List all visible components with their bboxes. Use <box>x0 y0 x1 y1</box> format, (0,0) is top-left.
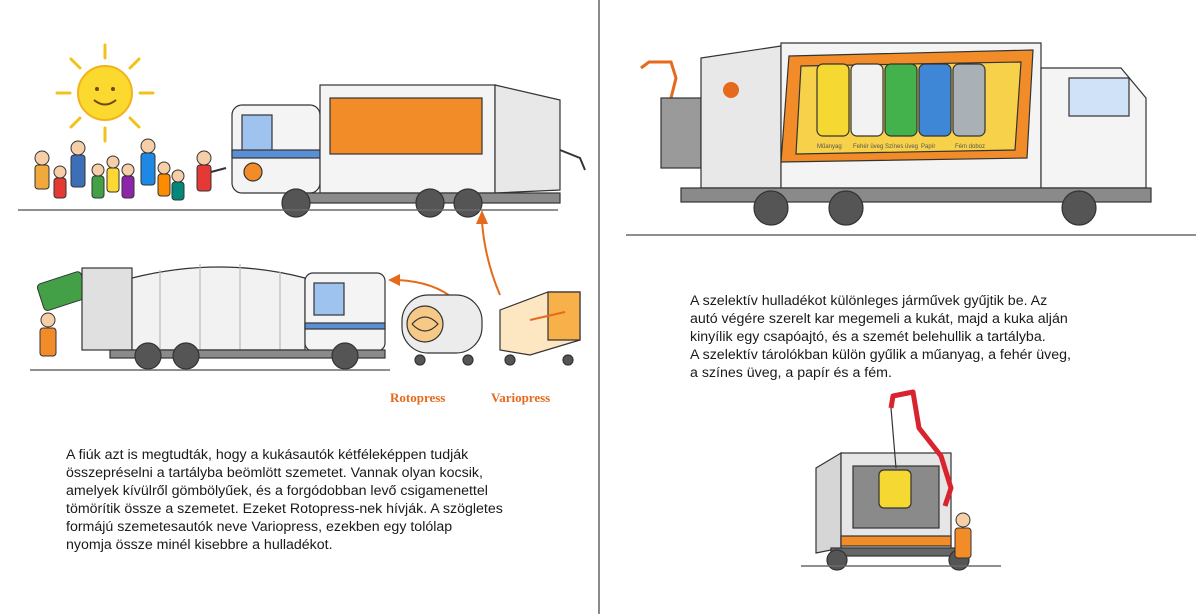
rotopress-truck <box>81 264 386 370</box>
worker <box>954 512 972 559</box>
container-label: Műanyag <box>817 144 842 150</box>
left-paragraph-line: tömörítik össze a szemetet. Ezeket Rotop… <box>66 501 503 517</box>
children-group <box>34 138 227 201</box>
variopress-label: Variopress <box>491 390 551 405</box>
left-paragraph-line: amelyek kívülről gömbölyűek, és a forgód… <box>66 483 488 499</box>
right-paragraph: A szelektív hulladékot különleges járműv… <box>690 292 1071 382</box>
crane-truck <box>815 389 970 571</box>
left-paragraph-line: A fiúk azt is megtudták, hogy a kukásaut… <box>66 447 469 463</box>
rotopress-label: Rotopress <box>390 390 446 405</box>
container-label: Színes üveg <box>885 144 918 150</box>
selective-truck: Műanyag Fehér üveg Színes üveg Papír Fém… <box>640 42 1152 226</box>
compactor-diagrams <box>388 210 581 366</box>
left-paragraph-line: nyomja össze minél kisebbre a hulladékot… <box>66 537 333 553</box>
container-label: Papír <box>921 144 935 150</box>
recycling-containers <box>816 63 986 137</box>
sun-icon <box>55 43 155 143</box>
right-paragraph-line: a színes üveg, a papír és a fém. <box>690 365 892 381</box>
rotopress-truck-illustration <box>30 264 390 371</box>
right-paragraph-line: autó végére szerelt kar megemeli a kukát… <box>690 311 1068 327</box>
left-paragraph-line: formájú szemetesautók neve Variopress, e… <box>66 519 453 535</box>
variopress-box-diagram <box>499 291 581 366</box>
worker <box>36 271 89 357</box>
right-paragraph-line: A szelektív tárolókban külön gyűlik a mű… <box>690 347 1071 363</box>
right-page: Műanyag Fehér üveg Színes üveg Papír Fém… <box>601 0 1200 614</box>
page-gutter <box>598 0 600 614</box>
children-and-truck-illustration <box>18 43 586 218</box>
garbage-truck-orange <box>231 84 586 218</box>
right-paragraph-line: A szelektív hulladékot különleges járműv… <box>690 293 1048 309</box>
left-paragraph-line: összepréselni a tartályba beömlött szeme… <box>66 465 483 481</box>
right-paragraph-line: kinyílik egy csapóajtó, és a szemét bele… <box>690 329 1046 345</box>
left-page: Rotopress Variopress A fiúk azt is megtu… <box>0 0 598 614</box>
crane-truck-illustration <box>801 389 1001 571</box>
selective-truck-illustration: Műanyag Fehér üveg Színes üveg Papír Fém… <box>626 42 1196 236</box>
rotopress-drum-diagram <box>401 294 483 366</box>
container-label: Fehér üveg <box>853 144 883 150</box>
left-paragraph: A fiúk azt is megtudták, hogy a kukásaut… <box>66 446 503 554</box>
recycle-icon <box>243 162 263 182</box>
arrow-icon <box>481 221 501 296</box>
container-label: Fém doboz <box>955 144 985 150</box>
